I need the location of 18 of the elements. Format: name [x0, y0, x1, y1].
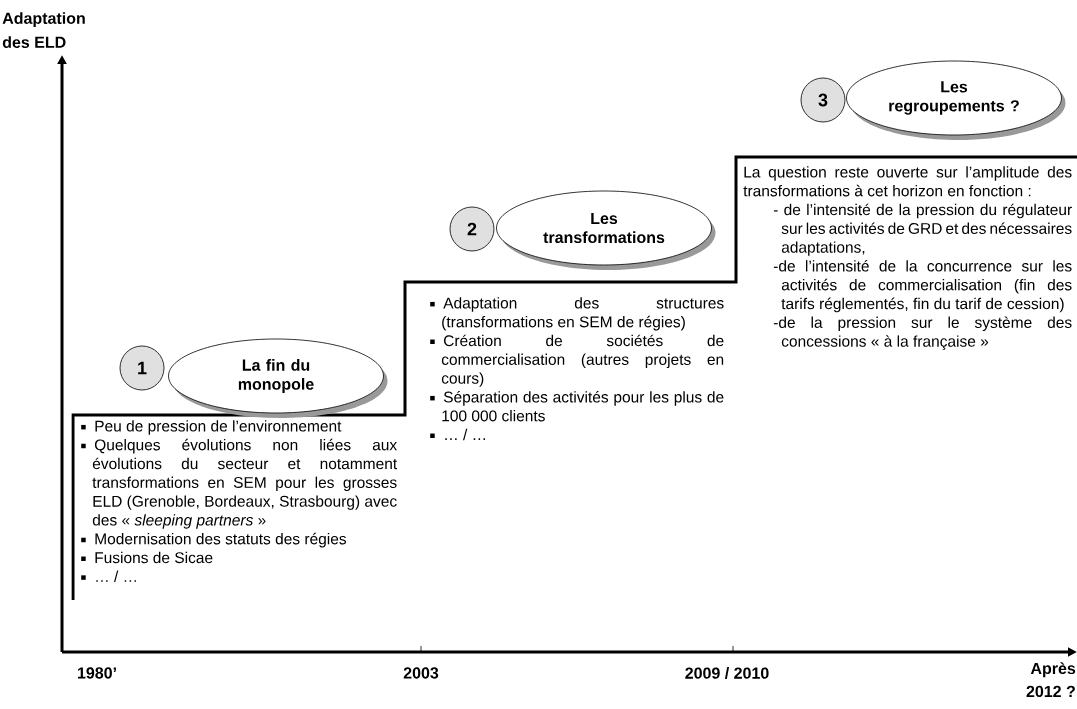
bullet-item: Fusions de Sicae	[81, 551, 213, 564]
axis-label: Après 2012 ?	[1026, 662, 1076, 698]
list-item: -de la pression sur le système des concessions « à la française »	[773, 316, 1072, 350]
paragraph: La question reste ouverte sur l’amplitude des transformations à cet horizon en fonction :	[743, 166, 1072, 197]
bullet-item: Peu de pression de l’environnement	[81, 420, 342, 435]
list-item: - de l’intensité de la pression du régulateur sur les activités de GRD et des nécessaires adaptations,	[773, 203, 1072, 256]
axis-title: Adaptation des ELD	[2, 12, 85, 48]
bullet-item: … / …	[430, 428, 485, 441]
list-item: -de l’intensité de la concurrence sur les activités de commercialisation (fin des tarifs réglementés, fin du tarif de cession)	[773, 260, 1072, 313]
bullet-item: Création de sociétés de commercialisation (autres projets en cours)	[430, 334, 724, 387]
bullet-item: Modernisation des statuts des régies	[81, 532, 347, 548]
bullet-item: Quelques évolutions non liées aux évolutions du secteur et notamment transformations en SEM pour les grosses ELD (Grenoble, Bordeaux, Strasbourg) avec des « sleeping partners »	[81, 438, 398, 529]
bullet-item: Adaptation des structures (transformations en SEM de régies)	[430, 297, 724, 331]
bullet-item: … / …	[81, 570, 136, 582]
bullet-item: Séparation des activités pour les plus de 100 000 clients	[430, 391, 724, 422]
axis-label: 2003	[403, 667, 439, 679]
axis-label: 1980’	[78, 667, 116, 679]
axis-label: 2009 / 2010	[685, 667, 769, 679]
